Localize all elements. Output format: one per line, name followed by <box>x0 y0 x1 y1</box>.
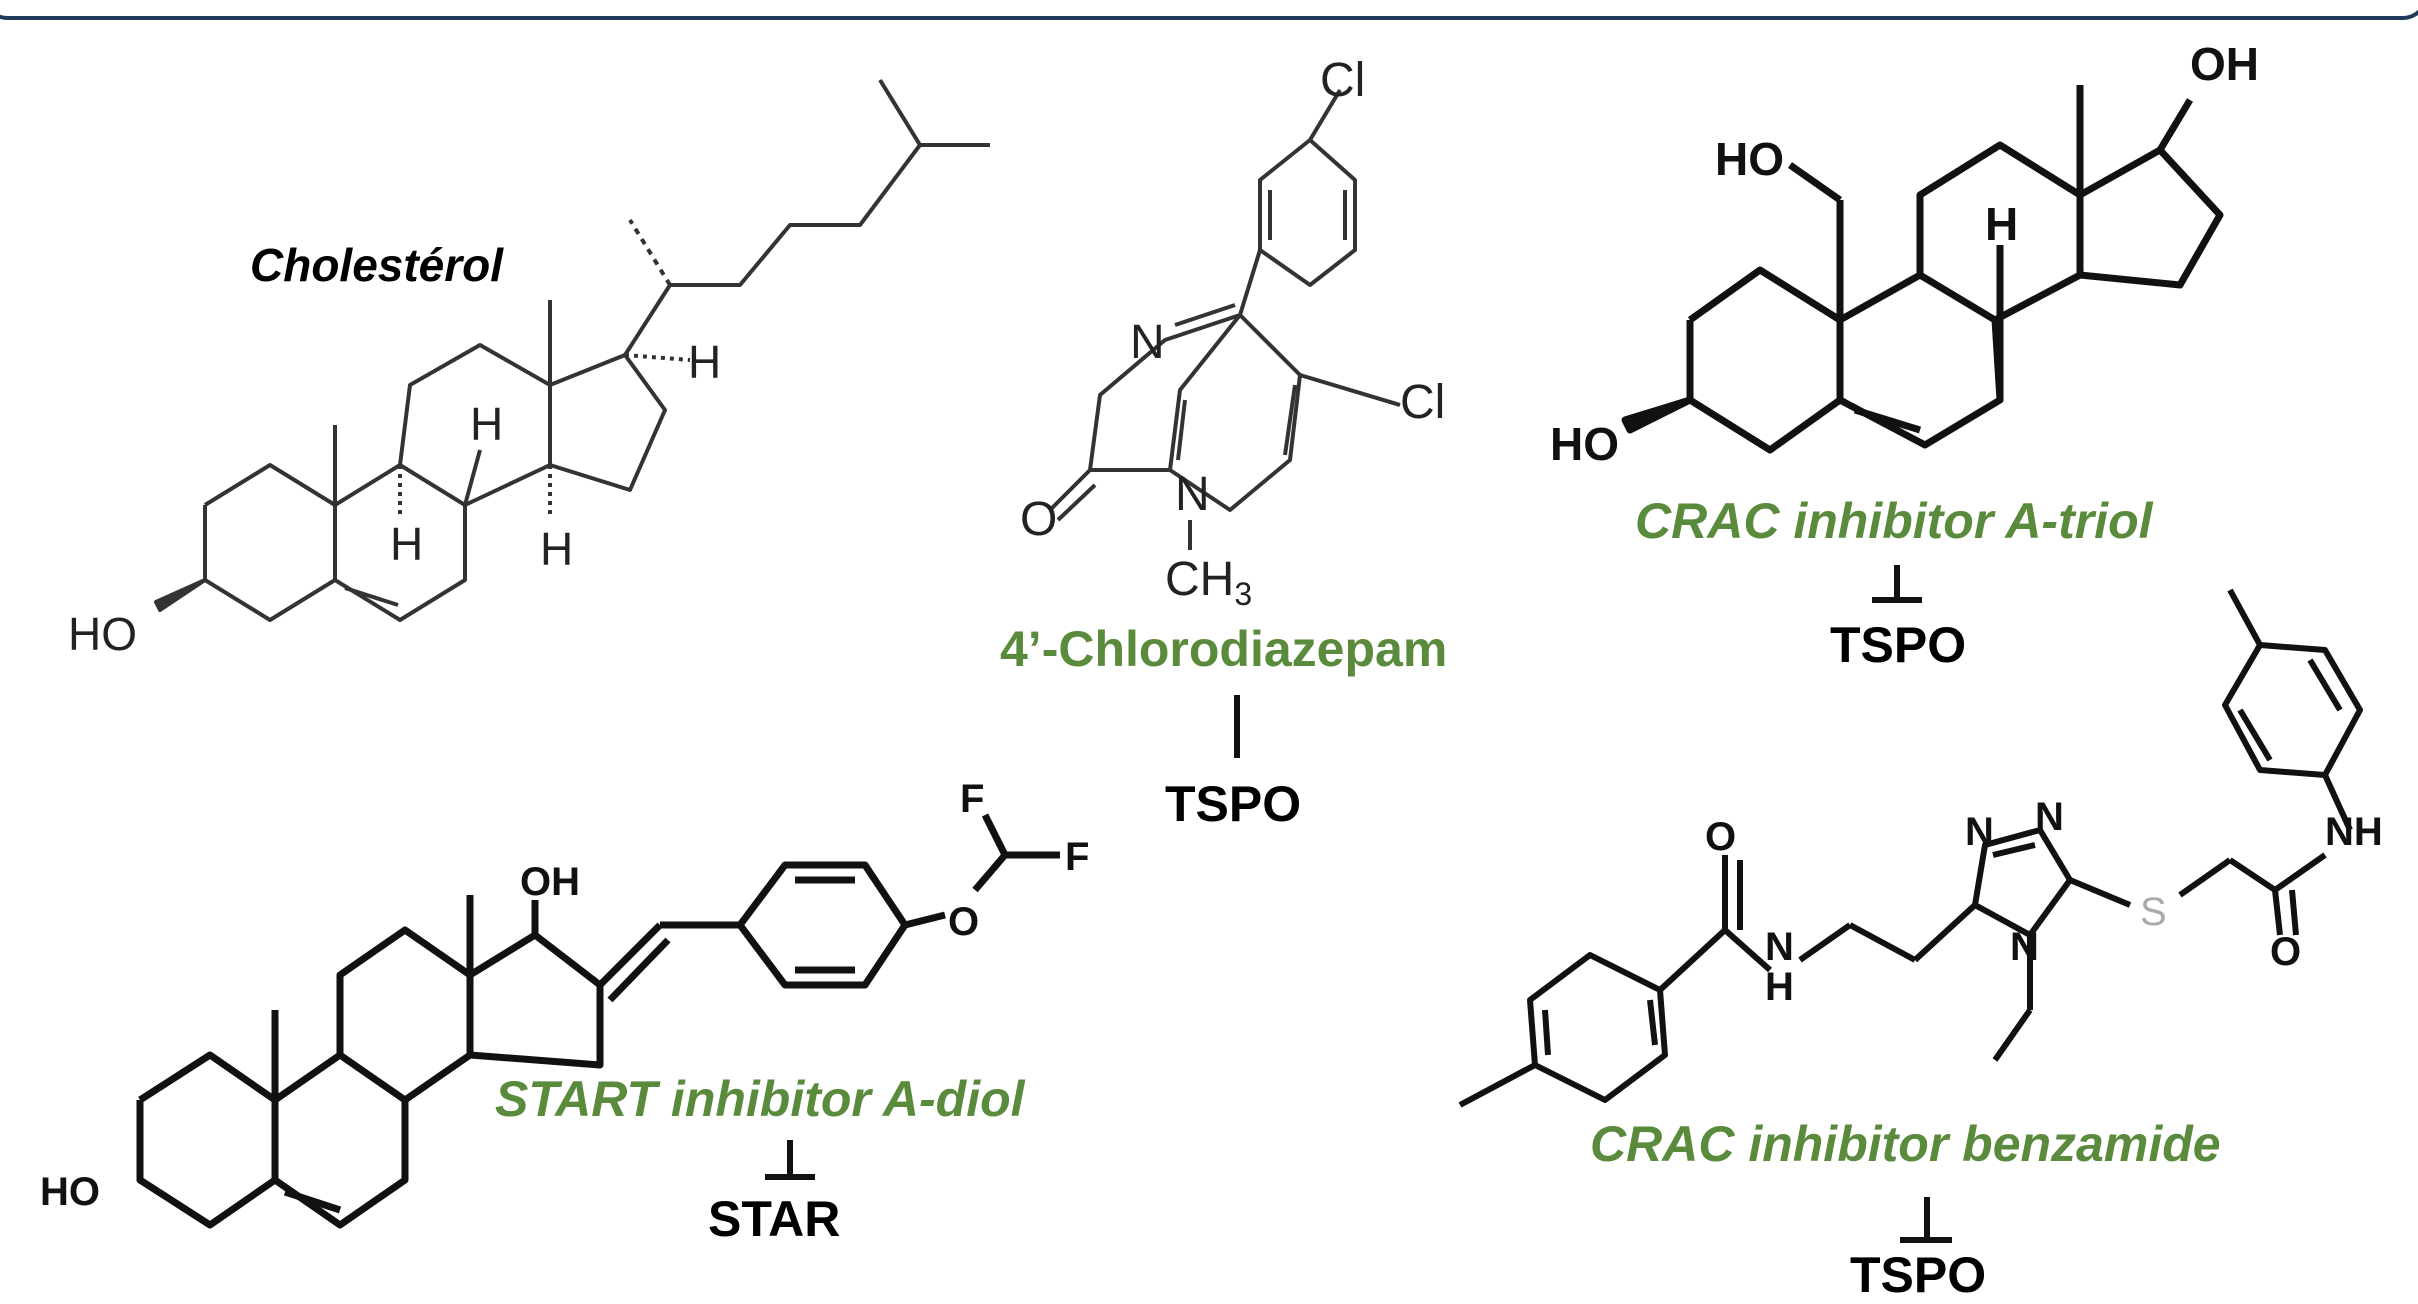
benzamide-o-label-1: O <box>1705 815 1736 859</box>
cholesterol-h-label-1: H <box>688 336 721 388</box>
inhibition-lines <box>765 565 1952 1243</box>
chlorodiazepam-structure <box>1048 88 1401 550</box>
chlorodiazepam-atom-labels: Cl Cl N N O CH3 <box>1020 54 1445 612</box>
adiol-atom-labels: HO OH O F F <box>40 777 1089 1214</box>
chlorodiazepam-o-label: O <box>1020 493 1057 546</box>
adiol-structure <box>136 813 1060 1229</box>
benzamide-n-label-3: N <box>2035 795 2064 839</box>
atriol-oh-label: OH <box>2190 38 2259 90</box>
chlorodiazepam-n-label-2: N <box>1175 468 1210 521</box>
adiol-o-label: O <box>948 900 979 944</box>
benzamide-n-label-1: N <box>1765 925 1794 969</box>
cholesterol-structure <box>154 78 990 622</box>
adiol-oh-label: OH <box>520 860 580 904</box>
cholesterol-ho-label: HO <box>68 608 137 660</box>
chlorodiazepam-name: 4’-Chlorodiazepam <box>1000 621 1448 677</box>
benzamide-h-label: H <box>1765 965 1794 1009</box>
atriol-target: TSPO <box>1830 617 1967 673</box>
cholesterol-name: Cholestérol <box>250 239 504 291</box>
benzamide-atom-labels: O N H N N N S O NH <box>1705 795 2383 1009</box>
benzamide-structure <box>1458 588 2363 1108</box>
adiol-name: START inhibitor A-diol <box>495 1071 1025 1127</box>
benzamide-n-label-2: N <box>1965 810 1994 854</box>
chlorodiazepam-ch3-label: CH3 <box>1165 553 1252 612</box>
chlorodiazepam-target: TSPO <box>1165 776 1302 832</box>
benzamide-target: TSPO <box>1850 1247 1987 1303</box>
chlorodiazepam-n-label-1: N <box>1130 316 1165 369</box>
benzamide-n-label-4: N <box>2010 925 2039 969</box>
chlorodiazepam-cl-label-2: Cl <box>1400 376 1445 429</box>
atriol-atom-labels: HO OH H HO <box>1550 38 2259 470</box>
atriol-h-label: H <box>1985 198 2018 250</box>
atriol-name: CRAC inhibitor A-triol <box>1635 493 2153 549</box>
atriol-structure <box>1621 85 2224 454</box>
atriol-ho-label-2: HO <box>1550 418 1619 470</box>
cholesterol-h-label-3: H <box>390 518 423 570</box>
adiol-f-label-1: F <box>960 777 984 821</box>
cholesterol-h-label-2: H <box>470 398 503 450</box>
top-frame-border <box>0 0 2418 20</box>
benzamide-nh-label: NH <box>2325 810 2383 854</box>
chlorodiazepam-cl-label-1: Cl <box>1320 54 1365 107</box>
adiol-ho-label: HO <box>40 1170 100 1214</box>
cholesterol-h-label-4: H <box>540 523 573 575</box>
cholesterol-atom-labels: HO H H H H <box>68 336 721 660</box>
atriol-ho-label-1: HO <box>1715 133 1784 185</box>
benzamide-s-label: S <box>2140 890 2167 934</box>
benzamide-o-label-2: O <box>2270 930 2301 974</box>
adiol-f-label-2: F <box>1065 835 1089 879</box>
adiol-target: STAR <box>708 1191 841 1247</box>
benzamide-name: CRAC inhibitor benzamide <box>1590 1116 2221 1172</box>
